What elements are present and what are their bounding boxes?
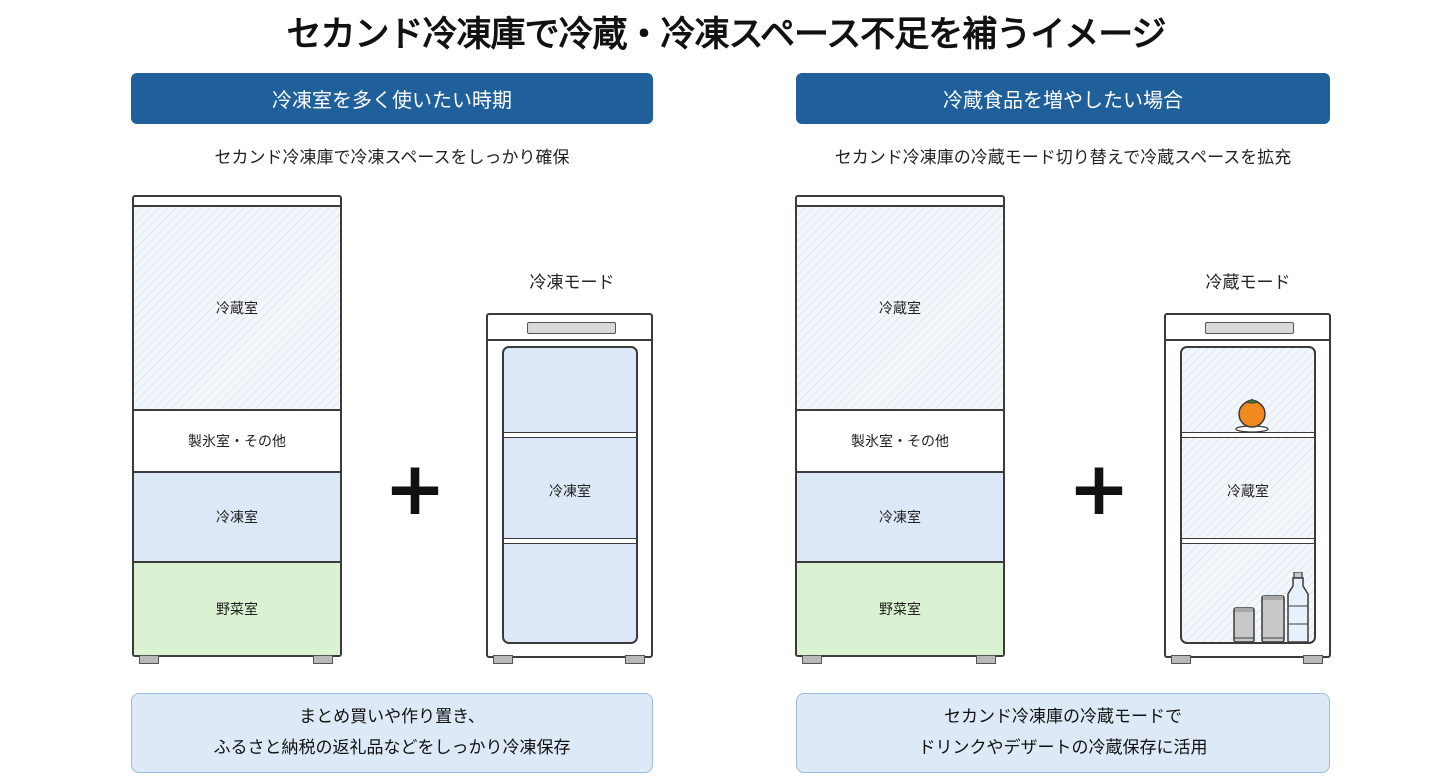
left-note-box: まとめ買いや作り置き、 ふるさと納税の返礼品などをしっかり冷凍保存 bbox=[131, 693, 653, 773]
fridge-foot bbox=[313, 655, 333, 664]
left-main-fridge: 冷蔵室 製氷室・その他 冷凍室 野菜室 bbox=[132, 195, 342, 657]
drink-cans-and-bottle-icon bbox=[1233, 572, 1309, 642]
page-title: セカンド冷凍庫で冷蔵・冷凍スペース不足を補うイメージ bbox=[286, 15, 1166, 55]
ice-maker-compartment: 製氷室・その他 bbox=[134, 411, 340, 473]
fridge-handle bbox=[1205, 322, 1294, 334]
freezer-compartment: 冷凍室 bbox=[134, 473, 340, 563]
right-second-fridge: 冷蔵室 bbox=[1164, 313, 1331, 658]
refrigerator-compartment: 冷蔵室 bbox=[797, 207, 1003, 411]
note-line: セカンド冷凍庫の冷蔵モードで bbox=[944, 707, 1182, 727]
fridge-foot bbox=[139, 655, 159, 664]
shelf bbox=[504, 432, 636, 438]
orange-icon bbox=[1235, 399, 1269, 433]
note-line: まとめ買いや作り置き、 bbox=[299, 707, 485, 727]
note-line: ドリンクやデザートの冷蔵保存に活用 bbox=[918, 738, 1208, 758]
fridge-foot bbox=[802, 655, 822, 664]
vegetable-compartment: 野菜室 bbox=[797, 563, 1003, 655]
fridge-interior: 冷蔵室 bbox=[1180, 346, 1316, 644]
fridge-foot bbox=[1303, 655, 1323, 664]
fridge-foot bbox=[1171, 655, 1191, 664]
right-main-fridge: 冷蔵室 製氷室・その他 冷凍室 野菜室 bbox=[795, 195, 1005, 657]
plus-sign: + bbox=[1068, 446, 1131, 532]
note-line: ふるさと納税の返礼品などをしっかり冷凍保存 bbox=[213, 738, 571, 758]
right-subtitle: セカンド冷凍庫の冷蔵モード切り替えで冷蔵スペースを拡充 bbox=[834, 148, 1292, 168]
vegetable-compartment: 野菜室 bbox=[134, 563, 340, 655]
freezer-interior: 冷凍室 bbox=[502, 346, 638, 644]
right-note-box: セカンド冷凍庫の冷蔵モードで ドリンクやデザートの冷蔵保存に活用 bbox=[796, 693, 1330, 773]
left-header: 冷凍室を多く使いたい時期 bbox=[131, 73, 653, 124]
fridge-foot bbox=[493, 655, 513, 664]
freezer-compartment: 冷凍室 bbox=[797, 473, 1003, 563]
right-mode-label: 冷蔵モード bbox=[1205, 273, 1291, 293]
top-divider bbox=[1166, 339, 1329, 341]
refrigerator-label: 冷蔵室 bbox=[1227, 484, 1269, 500]
plus-sign: + bbox=[384, 446, 447, 532]
ice-maker-compartment: 製氷室・その他 bbox=[797, 411, 1003, 473]
refrigerator-compartment: 冷蔵室 bbox=[134, 207, 340, 411]
left-mode-label: 冷凍モード bbox=[529, 273, 615, 293]
shelf bbox=[1182, 538, 1314, 544]
shelf bbox=[504, 538, 636, 544]
freezer-label: 冷凍室 bbox=[549, 484, 591, 500]
right-header: 冷蔵食品を増やしたい場合 bbox=[796, 73, 1330, 124]
left-subtitle: セカンド冷凍庫で冷凍スペースをしっかり確保 bbox=[214, 148, 570, 168]
fridge-top-panel bbox=[134, 197, 340, 207]
freezer-handle bbox=[527, 322, 616, 334]
fridge-foot bbox=[625, 655, 645, 664]
left-second-freezer: 冷凍室 bbox=[486, 313, 653, 658]
fridge-top-panel bbox=[797, 197, 1003, 207]
fridge-foot bbox=[976, 655, 996, 664]
top-divider bbox=[488, 339, 651, 341]
